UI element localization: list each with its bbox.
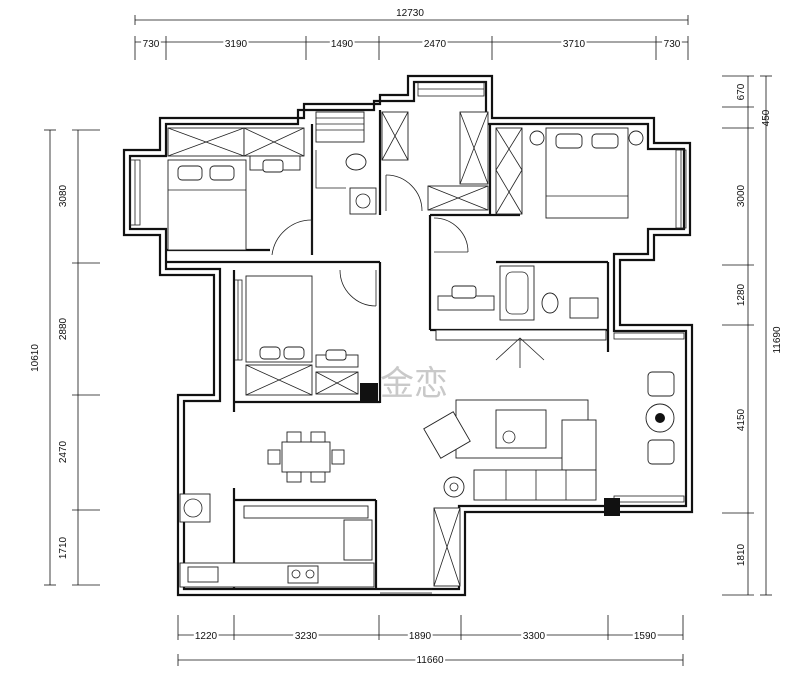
sink <box>187 566 219 583</box>
bathtub-1 <box>315 111 365 143</box>
dining-chair-5 <box>267 449 281 465</box>
pillow-m2 <box>591 133 619 149</box>
bottom-dimensions: 1220 3230 1890 3300 1590 11660 <box>177 615 684 668</box>
bottom-total-dimension: 11660 <box>416 655 444 666</box>
pillow-2b <box>283 346 305 360</box>
windows <box>129 81 687 594</box>
entry-area <box>381 111 489 253</box>
side-cabinet <box>561 419 597 471</box>
basin-2 <box>569 297 599 319</box>
nightstand-2 <box>628 130 644 146</box>
bedroom-2 <box>245 269 378 401</box>
right-dim-3: 3000 <box>736 184 747 207</box>
dining-table <box>281 441 331 473</box>
basin-1 <box>349 187 377 215</box>
top-dim-1: 730 <box>143 39 160 50</box>
vanity-bar <box>435 329 607 341</box>
bottom-dim-1: 1220 <box>195 631 218 642</box>
chair-3 <box>451 285 477 299</box>
coffee-table <box>495 409 547 449</box>
kitchen <box>179 493 461 588</box>
dining-chair-4 <box>310 471 326 483</box>
left-dim-3: 2470 <box>58 440 69 463</box>
watermark: 金恋 <box>380 364 448 404</box>
upper-cabinet <box>243 505 369 519</box>
sofa <box>473 469 597 501</box>
right-dim-5: 4150 <box>736 408 747 431</box>
top-dim-6: 730 <box>664 39 681 50</box>
bottom-dim-4: 3300 <box>523 631 546 642</box>
pillar-2 <box>604 498 620 516</box>
dining-chair-6 <box>331 449 345 465</box>
bathtub-2 <box>499 265 535 321</box>
bottom-dim-3: 1890 <box>409 631 432 642</box>
bottom-dim-2: 3230 <box>295 631 318 642</box>
armchair-2 <box>647 371 675 397</box>
pillow-1b <box>209 165 235 181</box>
top-dim-5: 3710 <box>563 39 586 50</box>
fridge <box>343 519 373 561</box>
bottom-dim-5: 1590 <box>634 631 657 642</box>
left-dim-4: 1710 <box>58 536 69 559</box>
bathroom-2 <box>435 265 607 368</box>
top-dimensions: 12730 730 3190 1490 2470 3710 730 <box>134 8 689 60</box>
pillar-1 <box>360 383 378 401</box>
outer-walls <box>122 74 694 597</box>
left-dim-2: 2880 <box>58 317 69 340</box>
dining-area <box>267 431 345 483</box>
top-total-dimension: 12730 <box>396 8 424 19</box>
left-total-dimension: 10610 <box>30 344 41 372</box>
pillow-2a <box>259 346 281 360</box>
stove <box>287 565 319 584</box>
pillow-1a <box>177 165 203 181</box>
dining-chair-1 <box>286 431 302 443</box>
top-dim-4: 2470 <box>424 39 447 50</box>
right-dim-2: 450 <box>761 109 772 126</box>
dining-chair-3 <box>286 471 302 483</box>
chair-2 <box>325 349 347 361</box>
side-table <box>443 476 465 498</box>
dining-chair-2 <box>310 431 326 443</box>
nightstand-1 <box>529 130 545 146</box>
left-dimensions: 10610 3080 2880 2470 1710 <box>30 129 100 586</box>
chair-1 <box>262 159 284 173</box>
bedroom-1 <box>167 127 313 256</box>
wardrobe-master <box>495 127 523 215</box>
bathroom-1 <box>315 111 377 215</box>
living-room <box>423 371 675 516</box>
armchair-3 <box>647 439 675 465</box>
armchair-1 <box>423 411 471 459</box>
right-dim-1: 670 <box>736 83 747 100</box>
top-dim-3: 1490 <box>331 39 354 50</box>
toilet-2 <box>541 292 559 314</box>
washer <box>179 493 211 523</box>
left-dim-1: 3080 <box>58 184 69 207</box>
pillow-m1 <box>555 133 583 149</box>
master-bedroom <box>495 127 644 219</box>
top-dim-2: 3190 <box>225 39 248 50</box>
right-dimensions: 11690 670 450 3000 1280 4150 1810 <box>722 75 783 596</box>
right-dim-4: 1280 <box>736 283 747 306</box>
right-dim-6: 1810 <box>736 543 747 566</box>
right-total-dimension: 11690 <box>772 326 783 354</box>
toilet-1 <box>345 153 367 171</box>
